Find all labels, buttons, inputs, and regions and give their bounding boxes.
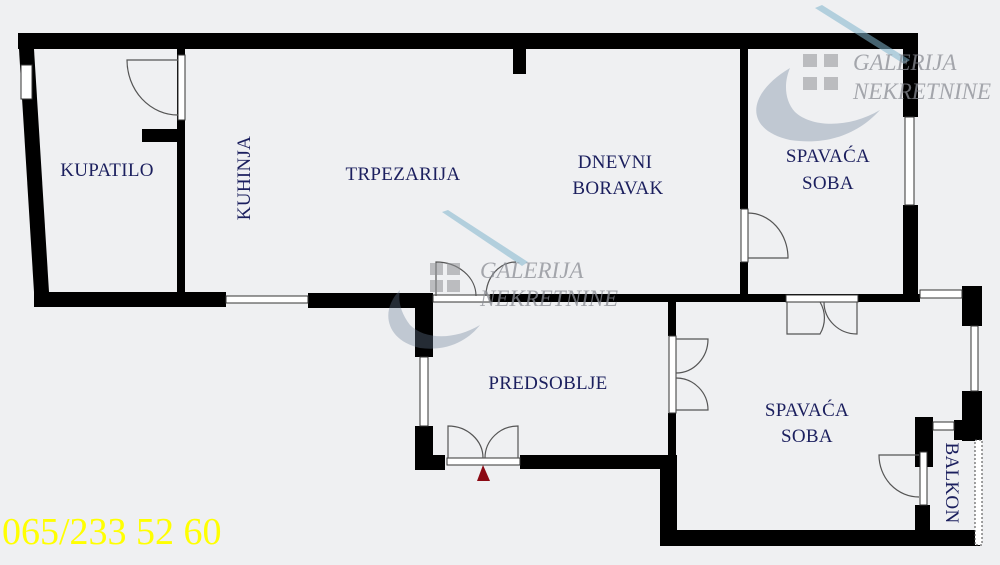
watermark-top-right: GALERIJA NEKRETNINE [756,5,991,142]
room-label-soba-2: SOBA [781,426,833,447]
watermark-center: GALERIJA NEKRETNINE [388,210,618,349]
room-label-kuhinja: KUHINJA [234,136,255,220]
room-label-balkon: BALKON [941,443,962,524]
doors [126,54,920,498]
room-label-spavaca-2: SPAVAĆA [765,399,849,421]
room-labels: KUPATILO KUHINJA TRPEZARIJA DNEVNI BORAV… [60,136,962,524]
windows [20,64,983,546]
room-label-predsoblje: PREDSOBLJE [488,373,607,394]
room-label-trpezarija: TRPEZARIJA [346,164,461,185]
watermark-line2: NEKRETNINE [479,286,618,311]
room-label-kupatilo: KUPATILO [60,160,154,181]
room-label-soba-1: SOBA [802,173,854,194]
room-label-spavaca-1: SPAVAĆA [786,145,870,167]
room-label-boravak: BORAVAK [572,178,663,199]
contact-phone: 065/233 52 60 [2,511,222,553]
watermark-line1: GALERIJA [853,50,957,75]
watermark-line1: GALERIJA [480,258,584,283]
entrance-marker-icon [477,465,490,481]
walls [18,33,982,546]
room-label-dnevni: DNEVNI [578,152,653,173]
watermark-line2: NEKRETNINE [852,79,991,104]
